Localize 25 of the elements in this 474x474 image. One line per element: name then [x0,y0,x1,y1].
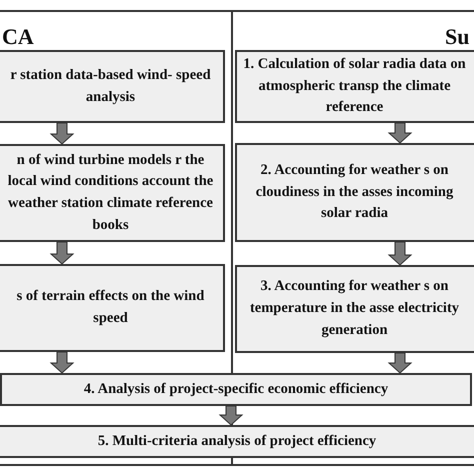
block-arrow [50,352,74,374]
block-arrow [50,122,74,145]
block-arrow [388,122,412,144]
process-box [0,425,474,458]
step-text: r station data-based wind- speed analysis [9,66,212,106]
process-box [0,264,225,352]
step-text: s of terrain effects on the wind speed [16,287,206,328]
step-text: 5. Multi-criteria analysis of project efficiency [98,432,376,451]
process-box [235,265,474,353]
block-arrow [50,242,74,265]
process-box [0,144,225,242]
step-text: 2. Accounting for weather s on cloudiness in the asses incoming solar radia [254,160,454,224]
block-arrow [218,406,244,426]
process-box [0,50,225,123]
block-arrow [388,242,412,266]
process-box [0,373,472,406]
step-text: 1. Calculation of solar radia data on atmospheric transp the climate reference [242,54,467,118]
block-arrow [388,352,412,374]
column-heading: CA [2,24,34,50]
step-text: 4. Analysis of project-specific economic efficiency [84,380,388,399]
process-box [235,143,474,242]
step-text: 3. Accounting for weather s on temperature in the asse electricity generation [248,277,460,340]
step-text: n of wind turbine models r the local wind conditions account the weather station climate reference books [6,150,214,235]
process-box [235,50,474,123]
column-heading: Su [445,24,470,50]
